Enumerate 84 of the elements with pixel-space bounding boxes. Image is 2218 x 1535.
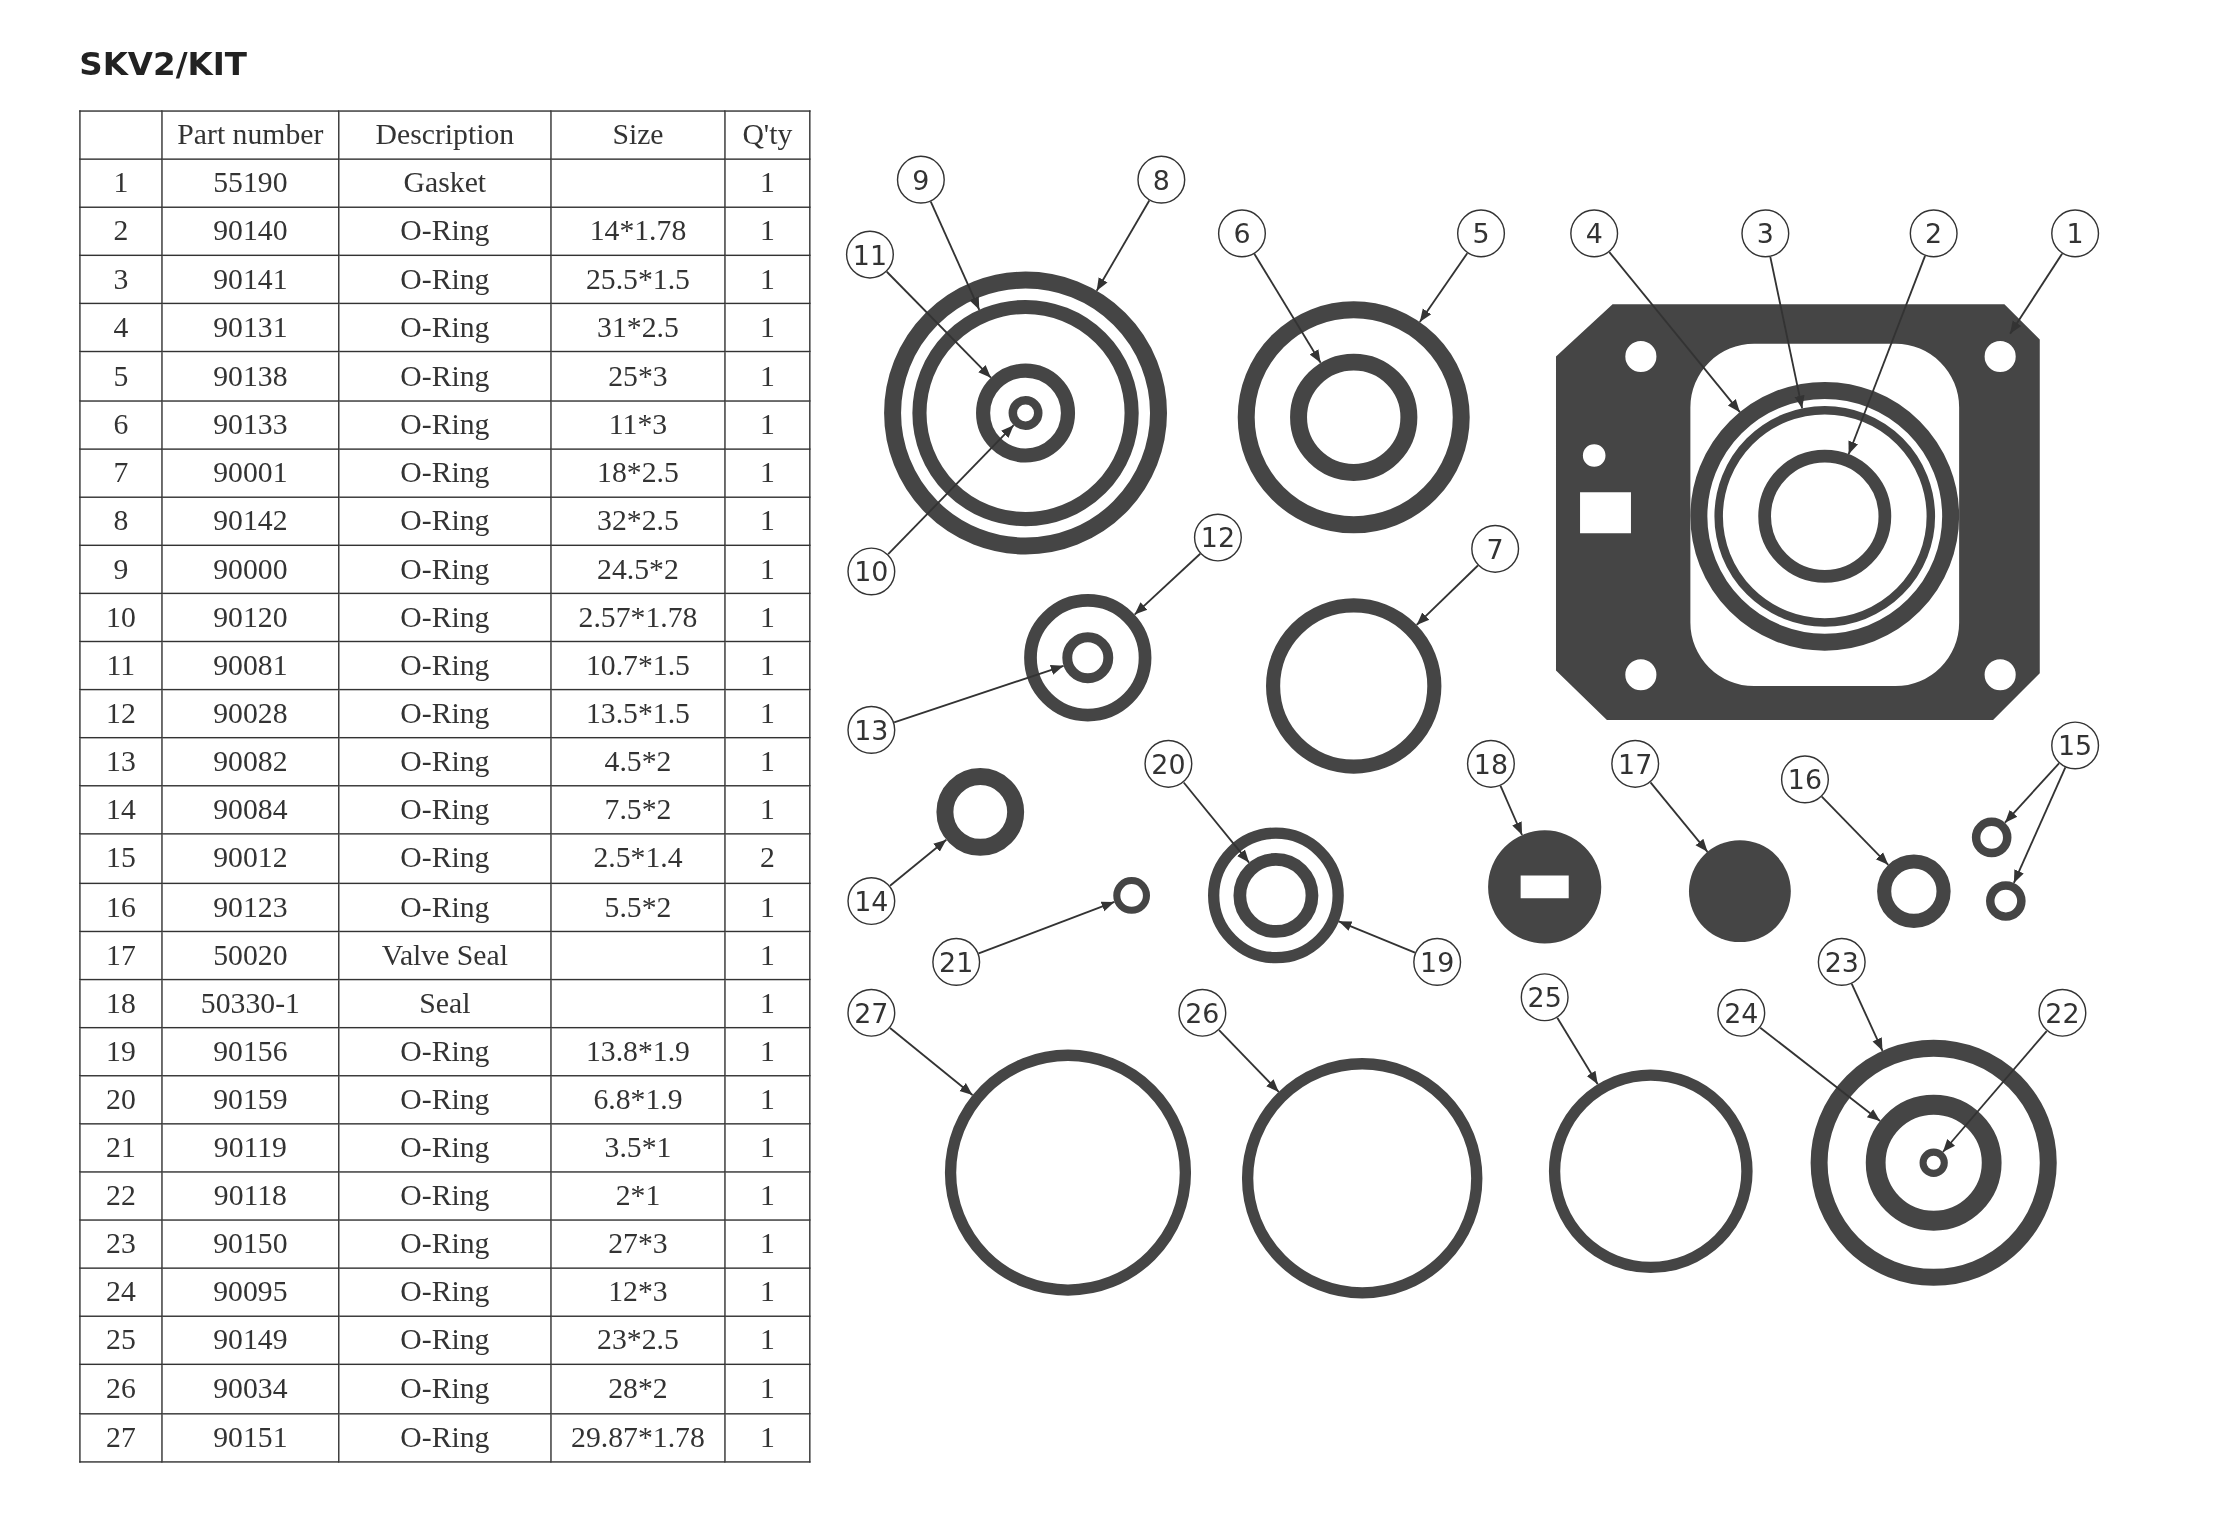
o-ring-drawing bbox=[936, 768, 1025, 856]
o-ring-drawing bbox=[1865, 1094, 2002, 1231]
leader-line bbox=[893, 664, 1065, 724]
callout-number: 5 bbox=[1457, 209, 1506, 258]
gasket-drawing bbox=[1556, 304, 2040, 720]
callout-number: 20 bbox=[1144, 739, 1193, 788]
o-ring-drawing bbox=[1290, 353, 1418, 481]
callout-number: 4 bbox=[1570, 209, 1619, 258]
leader-line bbox=[885, 270, 992, 379]
leader-line bbox=[1759, 1026, 1881, 1122]
leader-line bbox=[1133, 552, 1202, 616]
o-ring-drawing bbox=[884, 271, 1167, 555]
o-ring-drawing bbox=[1233, 852, 1319, 938]
o-ring-drawing bbox=[1758, 449, 1892, 583]
callout-number: 3 bbox=[1741, 209, 1790, 258]
callout-number: 1 bbox=[2051, 209, 2100, 258]
leader-line bbox=[1253, 253, 1322, 364]
o-ring-drawing bbox=[1062, 632, 1114, 684]
o-ring-drawing bbox=[1714, 405, 1936, 627]
o-ring-drawing bbox=[1024, 594, 1152, 722]
callout-number: 2 bbox=[1909, 209, 1958, 258]
o-ring-drawing bbox=[1986, 881, 2026, 921]
leader-line bbox=[1769, 255, 1805, 410]
o-ring-drawing bbox=[1810, 1039, 2057, 1286]
leader-line bbox=[1941, 1030, 2048, 1153]
leader-line bbox=[1649, 781, 1709, 853]
callout-number: 24 bbox=[1717, 988, 1766, 1037]
o-ring-drawing bbox=[912, 299, 1139, 527]
o-ring-drawing bbox=[1919, 1148, 1948, 1177]
callout-number: 27 bbox=[847, 988, 896, 1037]
o-ring-drawing bbox=[976, 363, 1076, 463]
o-ring-drawing bbox=[1971, 817, 2012, 858]
callout-number: 7 bbox=[1471, 524, 1520, 573]
o-ring-drawing bbox=[1548, 1069, 1753, 1274]
callout-number: 21 bbox=[932, 937, 981, 986]
leader-line bbox=[1820, 795, 1890, 866]
leader-line bbox=[1847, 254, 1926, 456]
callout-number: 16 bbox=[1780, 755, 1829, 804]
callout-number: 10 bbox=[847, 547, 896, 596]
callout-number: 15 bbox=[2051, 721, 2100, 770]
leader-line bbox=[1608, 251, 1741, 414]
leader-line bbox=[1850, 982, 1884, 1052]
callout-number: 23 bbox=[1817, 937, 1866, 986]
slotted-seal-drawing bbox=[1488, 830, 1602, 944]
callout-number: 19 bbox=[1413, 937, 1462, 986]
o-ring-drawing bbox=[1241, 1058, 1483, 1299]
leader-line bbox=[2009, 252, 2064, 335]
o-ring-drawing bbox=[1237, 301, 1470, 534]
callout-number: 12 bbox=[1193, 513, 1242, 562]
leader-line bbox=[889, 838, 948, 887]
leader-line bbox=[929, 200, 981, 311]
leader-line bbox=[887, 424, 1015, 556]
callout-number: 22 bbox=[2038, 988, 2087, 1037]
leader-line bbox=[1499, 785, 1523, 836]
callout-number: 14 bbox=[847, 877, 896, 926]
callout-number: 13 bbox=[847, 705, 896, 754]
leader-line bbox=[1415, 564, 1479, 626]
o-ring-drawing bbox=[1208, 827, 1344, 964]
callout-number: 9 bbox=[896, 155, 945, 204]
leader-line bbox=[1418, 252, 1469, 323]
seal-disc-drawing bbox=[1688, 840, 1791, 943]
leader-line bbox=[1218, 1029, 1280, 1093]
leader-line bbox=[1182, 781, 1250, 864]
o-ring-drawing bbox=[944, 1049, 1192, 1296]
callout-number: 18 bbox=[1466, 739, 1515, 788]
o-ring-drawing bbox=[1113, 877, 1150, 914]
leader-line bbox=[2004, 762, 2060, 824]
leader-line bbox=[889, 1027, 974, 1096]
leader-line bbox=[2012, 766, 2067, 884]
o-ring-drawing bbox=[1690, 381, 1960, 651]
title: SKV2/KIT bbox=[79, 45, 248, 83]
o-ring-drawing bbox=[1266, 598, 1442, 774]
callout-number: 25 bbox=[1520, 973, 1569, 1022]
leader-line bbox=[1095, 199, 1151, 292]
o-ring-drawing bbox=[1008, 396, 1043, 430]
callout-number: 11 bbox=[845, 230, 894, 279]
leader-line bbox=[1337, 920, 1416, 954]
leader-line bbox=[1556, 1016, 1599, 1086]
callout-number: 6 bbox=[1217, 209, 1266, 258]
callout-number: 8 bbox=[1137, 155, 1186, 204]
callout-number: 17 bbox=[1611, 739, 1660, 788]
o-ring-drawing bbox=[1877, 854, 1951, 928]
leader-line bbox=[977, 901, 1116, 955]
callout-number: 26 bbox=[1178, 988, 1227, 1037]
